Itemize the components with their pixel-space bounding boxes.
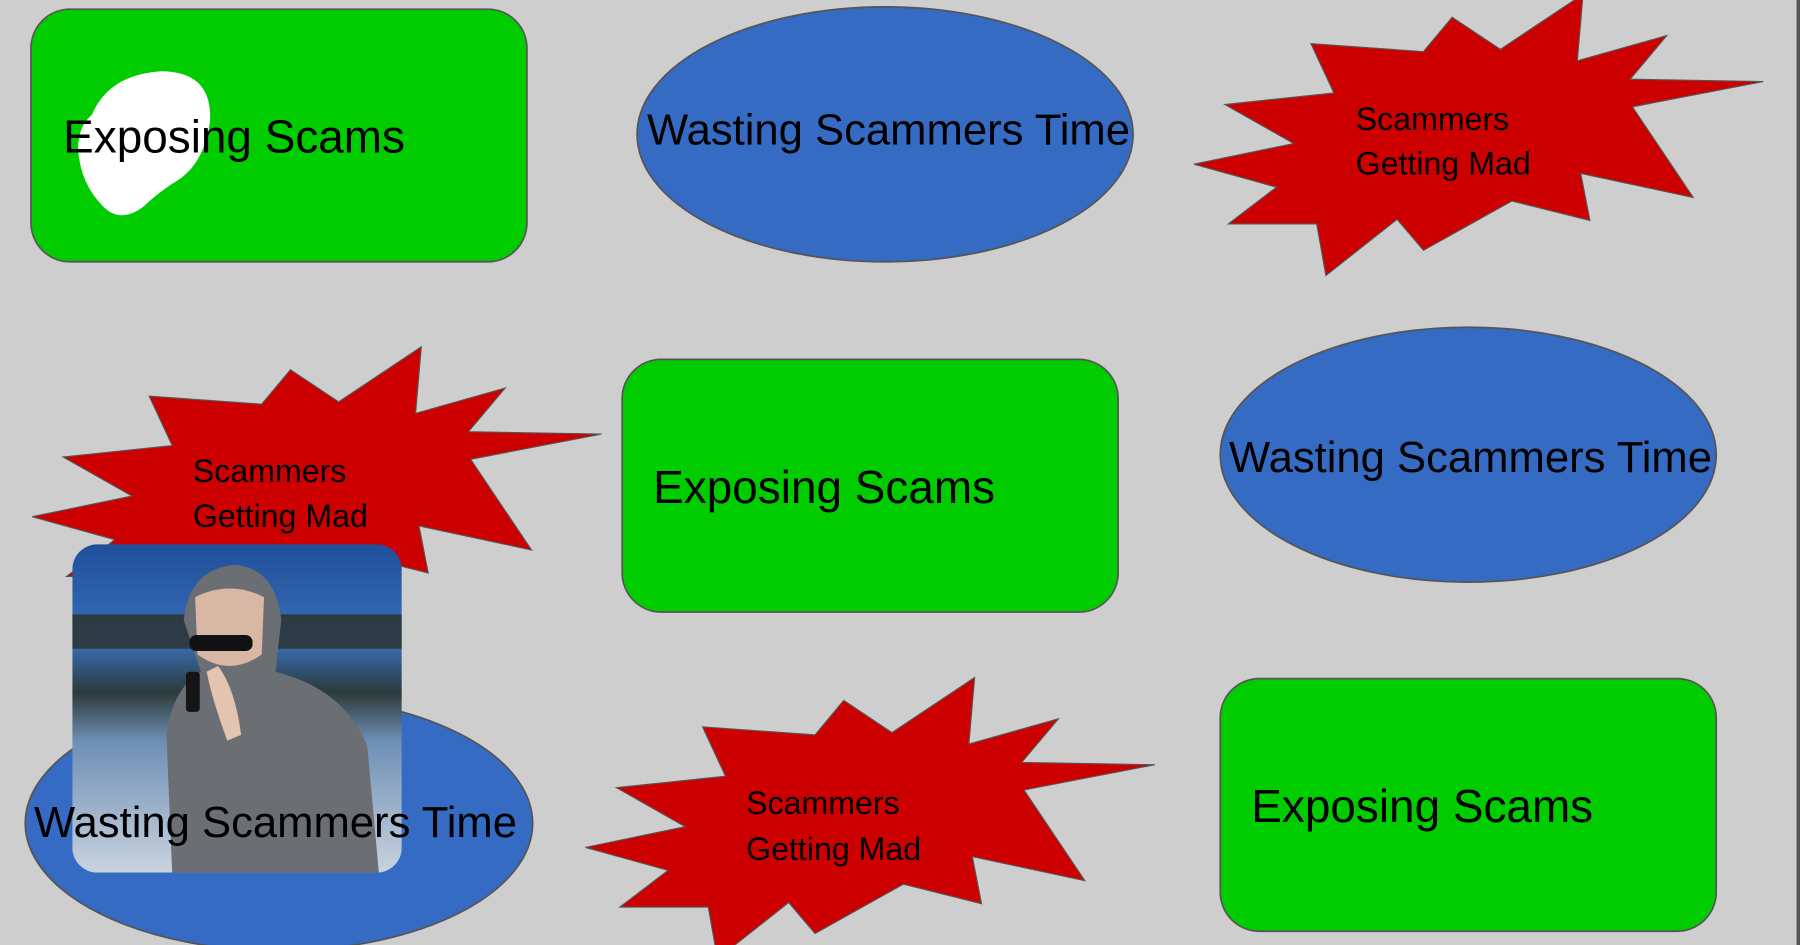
wasting-time-label: Wasting Scammers Time [1229,434,1712,482]
getting-mad-line2: Getting Mad [746,831,921,867]
getting-mad-star-3[interactable]: Scammers Getting Mad [584,676,1156,945]
wasting-time-label: Wasting Scammers Time [34,799,517,847]
getting-mad-line2: Getting Mad [193,498,368,534]
getting-mad-line2: Getting Mad [1356,146,1531,182]
right-edge-divider [1796,0,1800,945]
getting-mad-star-2[interactable]: Scammers Getting Mad [31,346,603,629]
exposing-scams-box-3[interactable]: Exposing Scams [1219,677,1718,933]
wasting-time-ellipse-2[interactable]: Wasting Scammers Time [1219,326,1718,584]
exposing-scams-label: Exposing Scams [63,111,405,163]
getting-mad-line1: Scammers [1356,101,1509,137]
exposing-scams-label: Exposing Scams [1251,780,1593,832]
getting-mad-line1: Scammers [193,453,346,489]
getting-mad-line1: Scammers [746,785,899,821]
exposing-scams-label: Exposing Scams [653,461,995,513]
wasting-time-ellipse-1[interactable]: Wasting Scammers Time [636,6,1134,263]
person-photo[interactable] [72,544,402,873]
wasting-time-label: Wasting Scammers Time [647,107,1130,155]
getting-mad-star-1[interactable]: Scammers Getting Mad [1193,0,1764,277]
white-blob-shape[interactable] [78,71,211,216]
exposing-scams-box-2[interactable]: Exposing Scams [621,358,1119,613]
